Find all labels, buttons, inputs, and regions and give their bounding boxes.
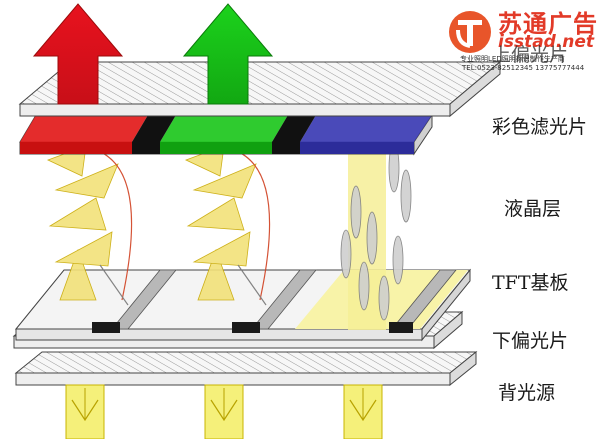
- backlight-beam-left: [65, 384, 105, 439]
- red-light-arrow: [32, 3, 124, 105]
- watermark-tel: TEL:0523-82512345 13775777444: [462, 64, 585, 72]
- backlight-beam-right: [343, 384, 383, 439]
- watermark-slogan: 专业照明LED照明标识制作生产商: [460, 55, 565, 63]
- blue-filter: [300, 115, 432, 154]
- label-backlight: 背光源: [498, 382, 556, 404]
- watermark-site: isstad.net: [498, 32, 595, 52]
- label-color-filter: 彩色滤光片: [492, 116, 588, 138]
- tft-switches: [92, 322, 413, 333]
- red-filter: [20, 115, 148, 154]
- label-liquid-crystal: 液晶层: [504, 198, 562, 220]
- backlight-beams: [65, 384, 383, 439]
- color-filter-plate: [19, 113, 433, 156]
- label-top-polarizer: 上偏光片: [492, 44, 569, 66]
- watermark-brand: 苏通广告: [498, 10, 598, 38]
- black-matrix: [132, 115, 316, 154]
- label-bottom-polarizer: 下偏光片: [492, 330, 569, 352]
- liquid-crystal-middle: [184, 145, 271, 306]
- liquid-crystal-right: [340, 140, 412, 330]
- tft-electrodes: [111, 269, 457, 330]
- watermark-logo-icon: [449, 11, 491, 53]
- backlight-beam-middle: [204, 384, 244, 439]
- green-filter: [160, 115, 288, 154]
- liquid-crystal-left: [46, 145, 133, 306]
- top-polarizer-plate: [18, 60, 502, 118]
- backlight-plate: [14, 350, 478, 387]
- label-tft-substrate: TFT基板: [492, 272, 569, 294]
- green-light-arrow: [182, 3, 274, 105]
